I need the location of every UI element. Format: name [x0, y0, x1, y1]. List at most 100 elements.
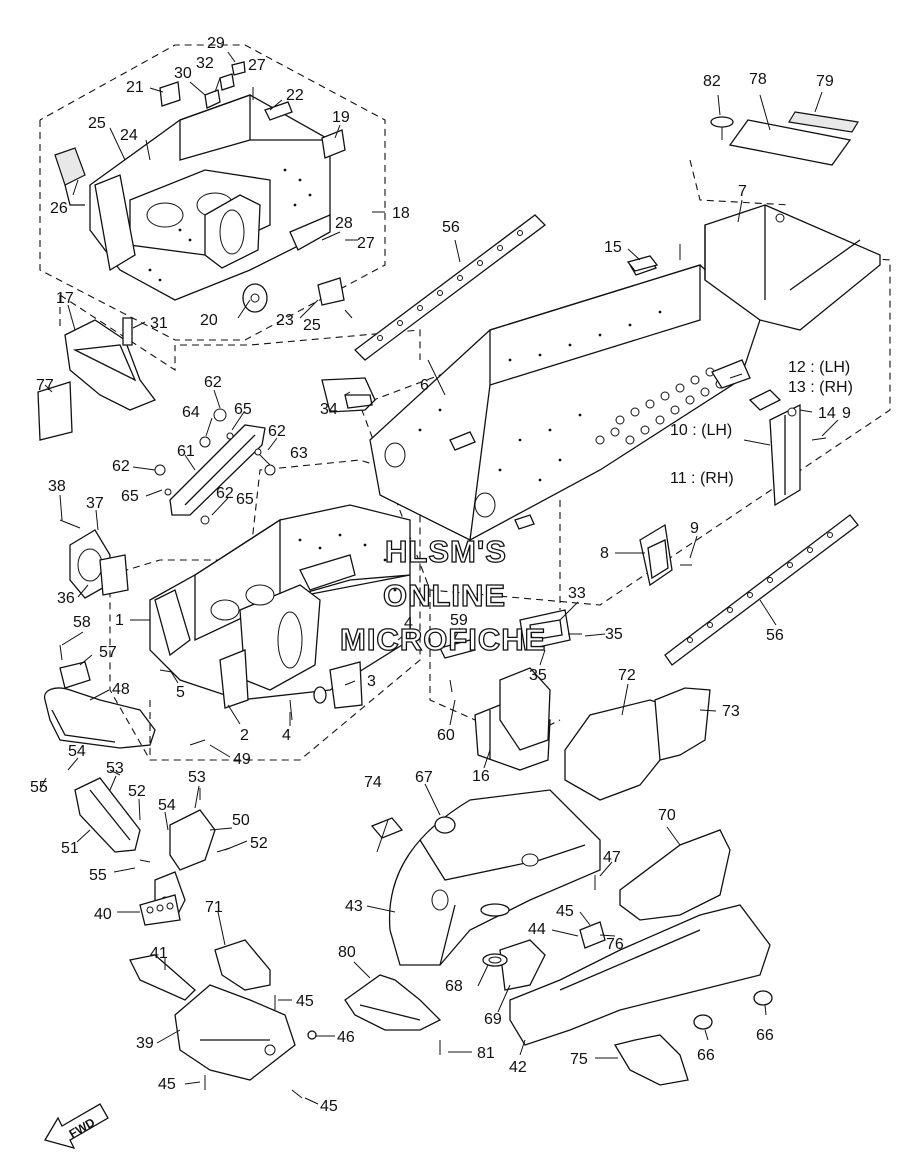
part-78-79-82-decals: [626, 111, 859, 272]
callout-53: 53: [106, 760, 124, 777]
callout-56: 56: [442, 219, 460, 236]
callout-45d: 45: [320, 1098, 338, 1115]
callout-39: 39: [136, 1035, 154, 1052]
callout-18: 18: [392, 205, 410, 222]
watermark-line-2: ONLINE: [383, 578, 506, 613]
callout-61: 61: [177, 443, 195, 460]
part-40-bolt-set: [139, 894, 181, 926]
callout-27: 27: [248, 57, 266, 74]
callout-41: 41: [150, 945, 168, 962]
part-48-front-bumper: [43, 661, 156, 749]
callout-62: 62: [204, 374, 222, 391]
callout-29: 29: [207, 35, 225, 52]
part-8-bracket: [639, 523, 673, 587]
callout-79: 79: [816, 73, 834, 90]
callout-25: 25: [88, 115, 106, 132]
callout-65c: 65: [236, 491, 254, 508]
callout-66: 66: [697, 1047, 715, 1064]
watermark-line-1: HLSM'S: [385, 534, 507, 569]
callout-60: 60: [437, 727, 455, 744]
part-39-skid-plate: [129, 939, 317, 1081]
callout-labels: 29 32 30 27 21 22 25 24 19 26 18 28 27 2…: [30, 35, 853, 1115]
callout-69: 69: [484, 1011, 502, 1028]
callout-22: 22: [286, 87, 304, 104]
callout-38: 38: [48, 478, 66, 495]
callout-58: 58: [73, 614, 91, 631]
callout-47: 47: [603, 849, 621, 866]
callout-49: 49: [233, 751, 251, 768]
callout-23: 23: [276, 312, 294, 329]
callout-67: 67: [415, 769, 433, 786]
callout-73: 73: [722, 703, 740, 720]
callout-21: 21: [126, 79, 144, 96]
callout-24: 24: [120, 127, 138, 144]
callout-59: 59: [450, 612, 468, 629]
callout-37: 37: [86, 495, 104, 512]
part-61-arm: [154, 408, 276, 525]
callout-8: 8: [600, 545, 609, 562]
callout-62b: 62: [268, 423, 286, 440]
callout-19: 19: [332, 109, 350, 126]
callout-44: 44: [528, 921, 546, 938]
callout-7: 7: [738, 183, 747, 200]
callout-32: 32: [196, 55, 214, 72]
callout-33: 33: [568, 585, 586, 602]
callout-82: 82: [703, 73, 721, 90]
callout-51: 51: [61, 840, 79, 857]
watermark: HLSM'S ONLINE MICROFICHE: [339, 533, 546, 657]
callout-75: 75: [570, 1051, 588, 1068]
callout-65: 65: [234, 401, 252, 418]
callout-10-lh: 10 : (LH): [670, 422, 732, 439]
watermark-line-3: MICROFICHE: [340, 622, 546, 657]
callout-2: 2: [240, 727, 249, 744]
part-17-31-77-side-bracket: [37, 317, 157, 441]
callout-11-rh: 11 : (RH): [670, 470, 734, 487]
callout-35b: 35: [529, 667, 547, 684]
callout-63: 63: [290, 445, 308, 462]
callout-17: 17: [56, 290, 74, 307]
callout-28: 28: [335, 215, 353, 232]
callout-78: 78: [749, 71, 767, 88]
callout-81: 81: [477, 1045, 495, 1062]
part-56-upper-rail: [354, 214, 546, 361]
callout-9: 9: [842, 405, 851, 422]
callout-76: 76: [606, 936, 624, 953]
callout-45: 45: [556, 903, 574, 920]
callout-30: 30: [174, 65, 192, 82]
part-42-side-panel: [482, 829, 773, 1086]
callout-20: 20: [200, 312, 218, 329]
part-43-belly-pan: [370, 789, 606, 966]
callout-74: 74: [364, 774, 382, 791]
callout-31: 31: [150, 315, 168, 332]
callout-16: 16: [472, 768, 490, 785]
fwd-arrow-icon: FWD: [44, 1103, 109, 1150]
callout-66b: 66: [756, 1027, 774, 1044]
callout-34: 34: [320, 401, 338, 418]
part-72-73-heat-shields: [564, 687, 711, 801]
callout-35: 35: [605, 626, 623, 643]
callout-50: 50: [232, 812, 250, 829]
part-56-lower-rail: [664, 514, 859, 666]
callout-56b: 56: [766, 627, 784, 644]
callout-54b: 54: [158, 797, 176, 814]
callout-4b: 4: [282, 727, 291, 744]
part-80-guard: [344, 974, 442, 1031]
part-36-37-flange: [59, 519, 129, 599]
callout-36: 36: [57, 590, 75, 607]
callout-62c: 62: [112, 458, 130, 475]
callout-4: 4: [404, 615, 413, 632]
callout-71: 71: [205, 899, 223, 916]
callout-5: 5: [176, 684, 185, 701]
callout-55: 55: [30, 779, 48, 796]
part-6-main-tunnel: [369, 257, 761, 541]
callout-45b: 45: [296, 993, 314, 1010]
callout-68: 68: [445, 978, 463, 995]
callout-57: 57: [99, 644, 117, 661]
callout-72: 72: [618, 667, 636, 684]
callout-12-lh: 12 : (LH): [788, 359, 850, 376]
callout-77: 77: [36, 377, 54, 394]
callout-42: 42: [509, 1059, 527, 1076]
callout-80: 80: [338, 944, 356, 961]
part-16-33-mounts: [439, 609, 571, 771]
